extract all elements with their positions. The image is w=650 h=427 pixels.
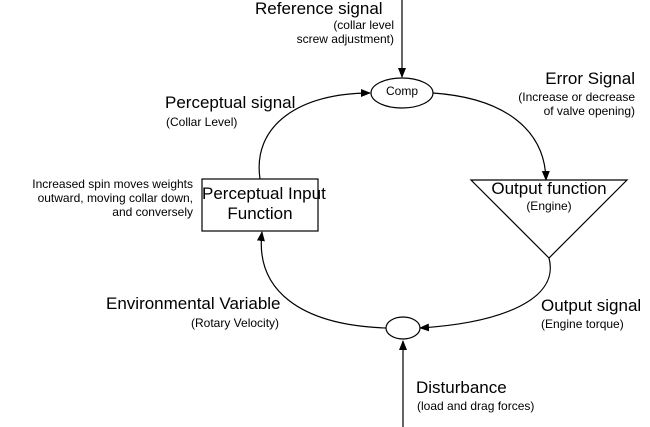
perceptual-input-box: [201, 178, 319, 232]
perceptual-signal-arrow: [258, 89, 371, 180]
output-function-title: Output function: [491, 179, 607, 198]
perceptual-input-label: Perceptual Input Function: [202, 184, 326, 223]
perceptual-signal-detail: (Collar Level): [166, 115, 238, 129]
output-function-detail: (Engine): [526, 199, 572, 213]
perceptual-input-line2: Function: [227, 203, 293, 223]
output-signal-detail: (Engine torque): [541, 317, 624, 331]
error-detail-line2: of valve opening): [543, 103, 635, 118]
reference-signal-detail: (collar level screw adjustment): [270, 18, 394, 47]
disturbance-detail: (load and drag forces): [417, 399, 535, 413]
disturbance-title: Disturbance: [416, 378, 507, 397]
reference-detail-line1: (collar level: [333, 18, 394, 32]
perceptual-input-note: Increased spin moves weights outward, mo…: [0, 177, 193, 219]
output-function-triangle: [469, 179, 629, 259]
error-signal-arrow: [432, 92, 550, 181]
output-signal-title: Output signal: [541, 296, 642, 315]
environmental-variable-title: Environmental Variable: [106, 294, 281, 313]
comparator-label: Comp: [385, 84, 418, 98]
perceptual-input-line1: Perceptual Input: [202, 184, 326, 203]
error-signal-title: Error Signal: [545, 69, 635, 88]
perceptual-note-line2: outward, moving collar down,: [37, 190, 193, 205]
perceptual-note-line1: Increased spin moves weights: [32, 177, 193, 191]
perceptual-note-line3: and conversely: [112, 204, 193, 219]
reference-detail-line2: screw adjustment): [296, 31, 394, 46]
error-detail-line1: (Increase or decrease: [518, 90, 635, 104]
error-signal-detail: (Increase or decrease of valve opening): [470, 90, 635, 119]
environmental-variable-arrow: [256, 231, 387, 329]
perceptual-signal-title: Perceptual signal: [165, 93, 296, 112]
reference-signal-title: Reference signal: [255, 0, 383, 18]
environment-node: [385, 316, 421, 340]
output-signal-arrow: [419, 257, 551, 332]
environmental-variable-detail: (Rotary Velocity): [191, 316, 280, 330]
